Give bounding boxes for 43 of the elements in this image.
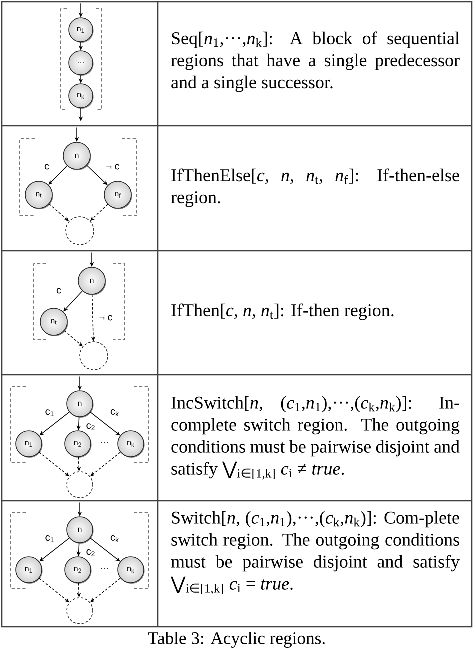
circle-node: n$_{1}$ xyxy=(68,18,94,44)
arrow xyxy=(86,165,108,186)
circle-node: n$_{1}$ xyxy=(16,430,43,458)
description-text: Switch[n, (c$_{1}$,n$_{1}$),···,(c$_{k}$,n$_{k}$)]: Com-plete switch region. The outgoing conditions must be pairwise disjoint and satisfy ⋁$_{i∈[1,k]}$ c$_{i}$ = true. xyxy=(170,511,460,595)
description-text: IncSwitch[n, (c$_{1}$,n$_{1}$),···,(c$_{k}$,n$_{k}$)]: In-complete switch region. The outgoing conditions must be pairwise disjoint and satisfy ⋁$_{i∈[1,k]}$ c$_{i}$ ≠ true. xyxy=(172,396,460,480)
edge-label: c$_{k}$ xyxy=(110,408,120,418)
circle-node: n xyxy=(66,516,94,544)
edge-label: c xyxy=(44,163,50,171)
arrow xyxy=(40,412,70,436)
ellipsis: ··· xyxy=(101,442,108,444)
table-caption: Table 3: Acyclic regions. xyxy=(148,632,325,648)
circle-node: n$_{k}$ xyxy=(118,430,145,458)
circle-node: n xyxy=(78,267,106,296)
circle-node: n xyxy=(63,142,92,170)
arrow xyxy=(90,538,120,562)
description-text: IfThenElse[c, n, n$_{t}$, n$_{f}$]: If-then-else region. xyxy=(171,168,460,208)
edge-label: c$_{k}$ xyxy=(110,534,120,544)
circle-node: n xyxy=(66,390,94,418)
circle-node: n$_{1}$ xyxy=(16,556,43,584)
edge-label: c$_{1}$ xyxy=(44,408,56,418)
circle-node: n$_{t}$ xyxy=(25,181,54,210)
description-text: IfThen[c, n, n$_{t}$]: If-then region. xyxy=(172,304,394,320)
circle-node: n$_{2}$ xyxy=(64,556,92,584)
edge-label: c$_{2}$ xyxy=(85,548,97,558)
dashed-circle xyxy=(66,598,94,624)
arrow xyxy=(40,538,70,562)
circle-node: n$_{t}$ xyxy=(40,308,68,336)
description-text: Seq[n$_{1}$,···,n$_{k}$]: A block of sequential regions that have a single predecessor and a single successor. xyxy=(171,32,460,92)
ellipsis: ··· xyxy=(101,568,108,570)
circle-node: n$_{2}$ xyxy=(64,430,92,458)
circle-node: n$_{k}$ xyxy=(118,556,145,584)
edge-label: c$_{1}$ xyxy=(44,534,56,544)
circle-node: n$_{k}$ xyxy=(68,84,94,109)
dashed-circle xyxy=(66,216,94,246)
arrow xyxy=(90,412,120,436)
circle-node: … xyxy=(68,50,94,76)
edge-label: c xyxy=(56,287,62,295)
edge-label: c$_{2}$ xyxy=(85,422,97,432)
circle-node: n$_{f}$ xyxy=(104,181,132,210)
edge-label: ¬ c xyxy=(98,314,114,322)
dashed-circle xyxy=(66,472,94,498)
edge-label: ¬ c xyxy=(105,163,121,171)
dashed-circle xyxy=(80,342,108,370)
